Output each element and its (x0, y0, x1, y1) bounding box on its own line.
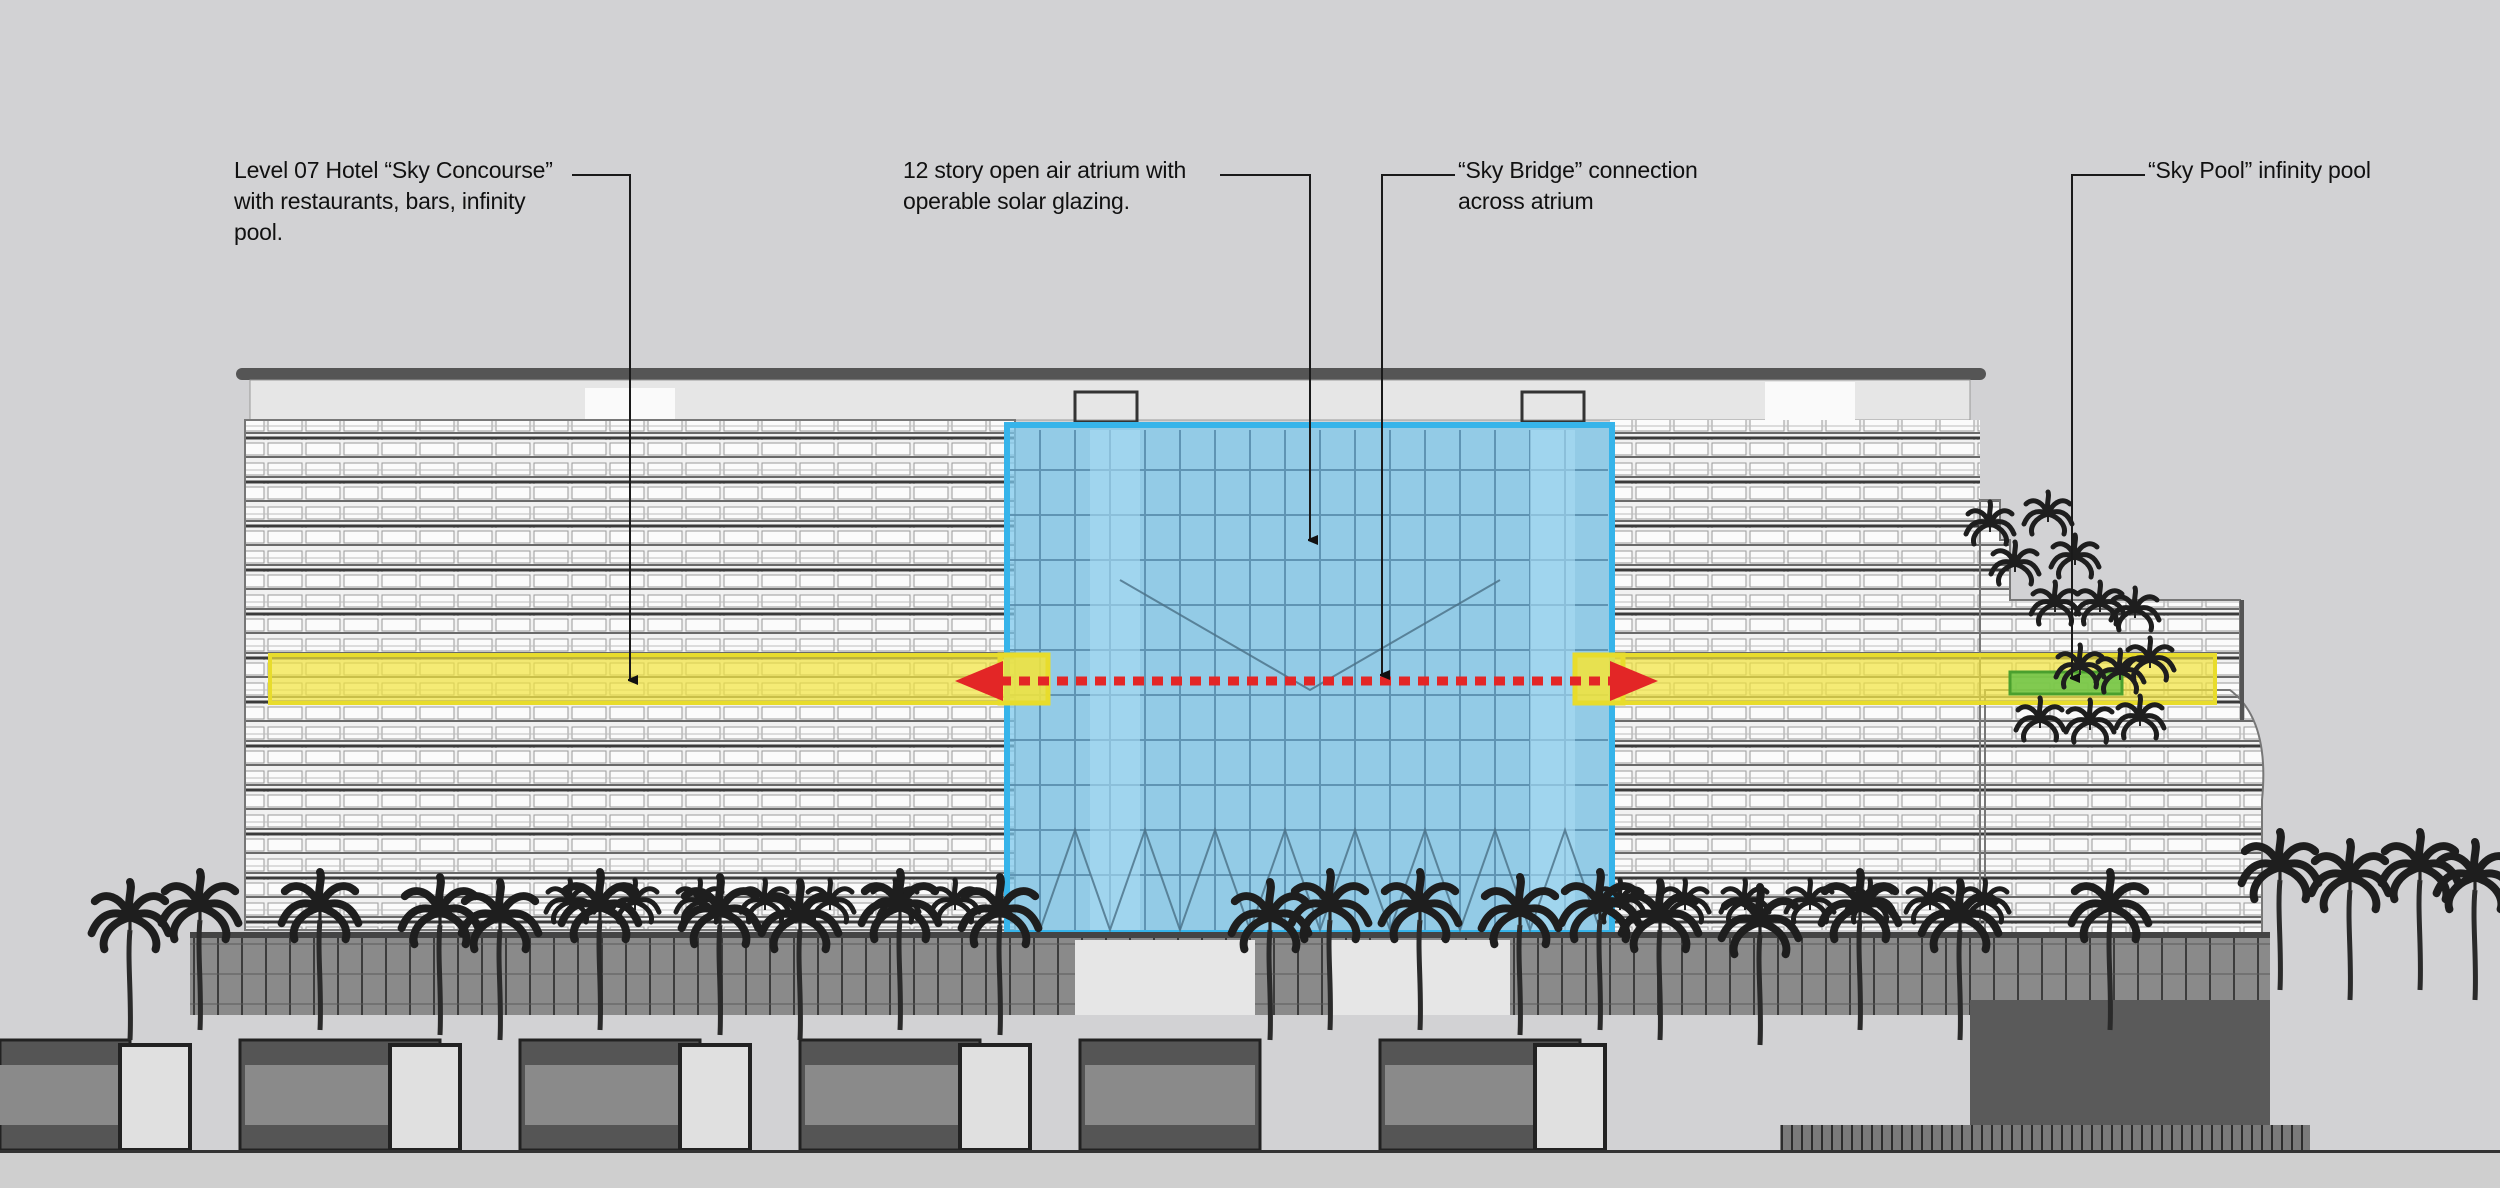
leader-sky-concourse (572, 174, 630, 680)
arrowhead-icon (955, 661, 1003, 701)
callout-sky-bridge: “Sky Bridge” connection across atrium (1458, 157, 1698, 214)
callout-atrium: 12 story open air atrium with operable s… (903, 157, 1187, 214)
leader-atrium (1220, 174, 1310, 540)
roof-canopy (236, 368, 1986, 380)
podium (190, 932, 2270, 1130)
ground-plane (0, 1150, 2500, 1188)
sky-bridge-arrow (955, 661, 1658, 701)
callout-sky-concourse: Level 07 Hotel “Sky Concourse” with rest… (234, 157, 553, 245)
leader-sky-pool (2072, 174, 2145, 678)
callout-sky-pool: “Sky Pool” infinity pool (2148, 157, 2371, 183)
leader-lines (572, 174, 2145, 680)
leader-sky-bridge (1382, 174, 1455, 675)
ground-villas (0, 1038, 1607, 1152)
curved-tower (1984, 689, 2265, 1001)
arrowhead-icon (1610, 661, 1658, 701)
